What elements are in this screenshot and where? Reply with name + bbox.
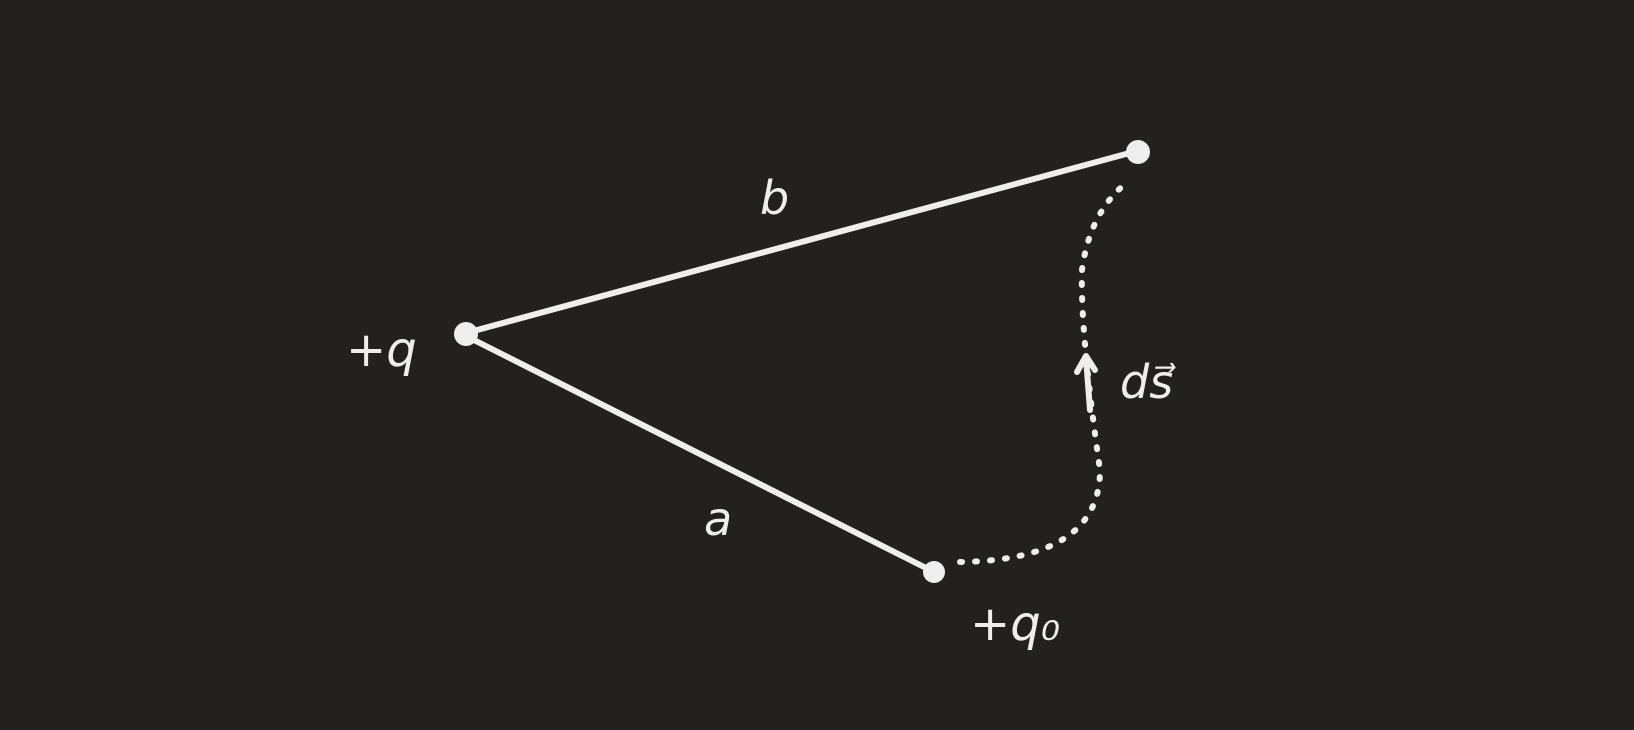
label-side-b: b <box>760 171 789 225</box>
segment-a <box>463 333 937 575</box>
label-path-element: ds⃗ <box>1120 355 1176 409</box>
endpoint-dot <box>1126 140 1150 164</box>
label-source-charge: +q <box>346 322 417 378</box>
label-test-charge: +q₀ <box>970 596 1060 652</box>
charge-test-dot <box>923 561 945 583</box>
label-side-a: a <box>704 492 732 546</box>
path-arrow-shaft <box>1083 355 1093 413</box>
dotted-integration-path <box>957 177 1133 565</box>
charge-source-dot <box>454 322 478 346</box>
path-arrow-head <box>1074 353 1098 375</box>
segment-b <box>463 148 1140 336</box>
